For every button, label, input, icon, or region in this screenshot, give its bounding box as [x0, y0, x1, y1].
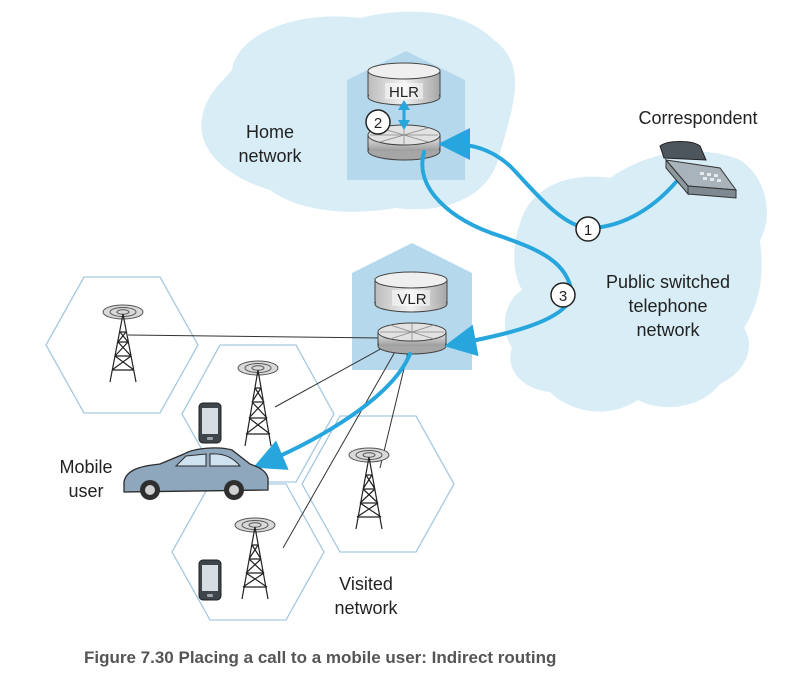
home-network-label-line2: network [238, 146, 302, 166]
cell-right [301, 415, 455, 553]
visited-network-label-line1: Visited [339, 574, 393, 594]
cell-bottom [171, 483, 325, 621]
pstn-label-line2: telephone [628, 296, 707, 316]
vlr-links [127, 334, 409, 549]
path-home-to-visited [420, 150, 575, 357]
home-network-label-line1: Home [246, 122, 294, 142]
call-path [252, 128, 678, 470]
vlr-database: VLR [374, 271, 448, 313]
pstn-label-line3: network [636, 320, 700, 340]
hlr-query-arrow [398, 100, 410, 130]
hlr-database: HLR [367, 62, 441, 106]
vlr-label: VLR [397, 291, 426, 308]
pstn-cloud [504, 151, 767, 412]
step-1-marker: 1 [575, 216, 601, 242]
visited-msc-switch [377, 322, 447, 355]
telephone-icon [659, 141, 738, 199]
cell-tower-icon [234, 517, 276, 600]
pstn-label-line1: Public switched [606, 272, 730, 292]
mobile-user-label-line1: Mobile [59, 457, 112, 477]
mobile-phone-icon [198, 402, 222, 444]
path-vlr-to-mobile [252, 352, 412, 470]
mobile-phone-icon [198, 559, 222, 601]
figure-caption: Figure 7.30 Placing a call to a mobile u… [84, 648, 557, 667]
cell-tower-icon [237, 360, 279, 447]
correspondent-label: Correspondent [638, 108, 757, 128]
cell-top-left [45, 276, 199, 414]
mobile-user-label-line2: user [68, 481, 103, 501]
step-3-label: 3 [559, 288, 567, 305]
step-2-label: 2 [374, 115, 382, 132]
path-correspondent-to-home [438, 128, 678, 231]
cell-tower-icon [102, 304, 144, 383]
step-3-marker: 3 [550, 282, 576, 308]
step-2-marker: 2 [365, 109, 391, 135]
step-1-label: 1 [584, 222, 592, 239]
visited-network-label-line2: network [334, 598, 398, 618]
car-icon [123, 447, 269, 500]
cell-tower-icon [348, 447, 390, 530]
hlr-label: HLR [389, 84, 419, 101]
